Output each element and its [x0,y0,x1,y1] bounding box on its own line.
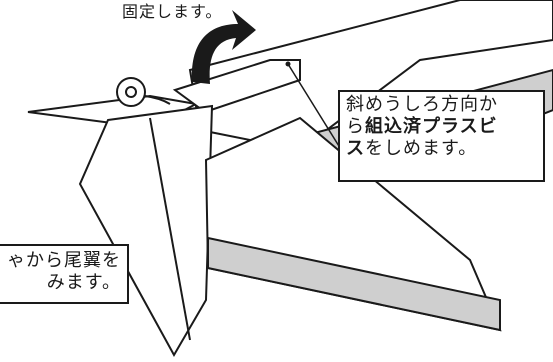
screw-name: 組込済プラスビ [365,116,498,137]
callout-line-2: ら組込済プラスビ [346,116,498,137]
linkage [144,95,171,105]
callout-left-line-1: ゃから尾翼を [7,250,121,271]
tail-callout: ゃから尾翼を みます。 [0,244,129,304]
instruction-caption: 固定します。 [122,2,223,21]
callout-line-1: 斜めうしろ方向か [346,94,498,115]
callout-left-line-2: みます。 [46,272,121,293]
vertical-fin [78,104,214,358]
stabilizer-edge [207,236,501,332]
callout-line-3: スをしめます。 [346,138,478,159]
screw-callout: 斜めうしろ方向か ら組込済プラスビ スをしめます。 [338,90,545,182]
rotation-arrow [191,10,256,84]
fin-rear-edge [149,117,191,341]
fuselage-boom [188,0,553,152]
